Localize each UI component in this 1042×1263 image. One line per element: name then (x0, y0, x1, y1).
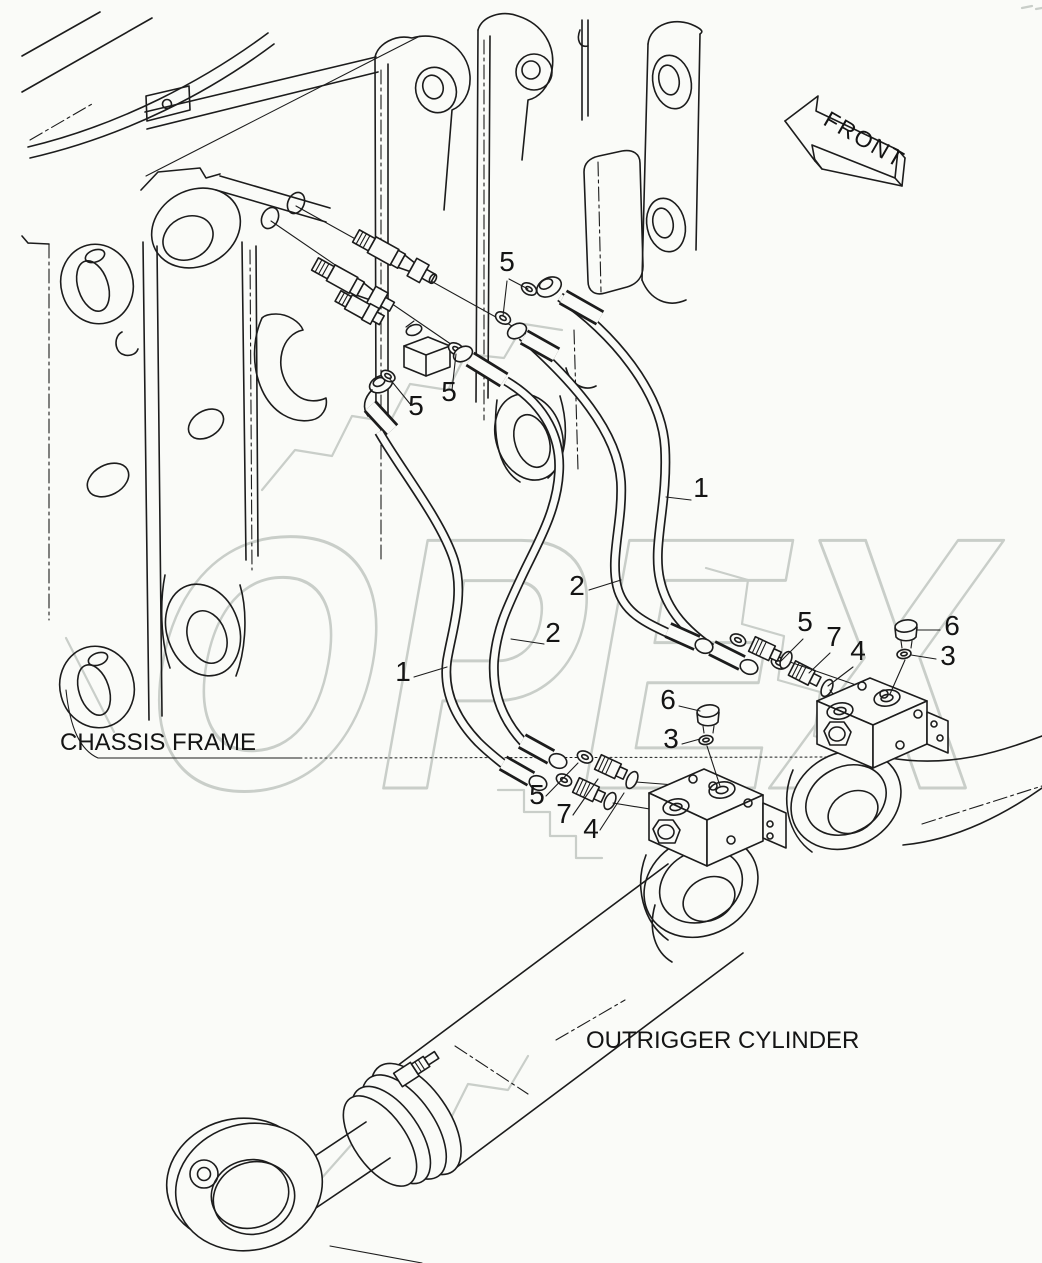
front-direction-arrow: FRONT (784, 95, 910, 187)
o-ring (494, 310, 512, 326)
callout-leader-7 (808, 652, 831, 674)
callout-6: 6 (944, 610, 960, 641)
chassis-frame-label: CHASSIS FRAME (60, 729, 256, 756)
callout-leader-7 (572, 778, 599, 816)
callout-5: 5 (408, 390, 424, 421)
plug (894, 619, 918, 649)
callout-1: 1 (693, 472, 709, 503)
callout-leader-5 (388, 377, 412, 406)
hose-1-front (374, 429, 548, 792)
callout-leader-2 (510, 638, 545, 645)
callout-4: 4 (850, 635, 866, 666)
bleeder-fitting (392, 1050, 440, 1088)
connector-fitting (593, 753, 629, 781)
hose-1-rear (535, 276, 759, 676)
o-ring (698, 734, 714, 746)
o-ring (576, 750, 594, 764)
callout-7: 7 (556, 798, 572, 829)
callout-leader-5 (545, 762, 579, 797)
callout-6: 6 (660, 684, 676, 715)
callout-leader-6 (678, 705, 701, 712)
hex-plug (652, 819, 681, 844)
o-ring (520, 281, 538, 297)
gear-watermark-top (260, 322, 564, 492)
junction-block (403, 336, 451, 377)
callout-leader-1 (413, 666, 448, 678)
o-ring (380, 369, 396, 383)
outrigger-cylinder-label: OUTRIGGER CYLINDER (586, 1027, 859, 1054)
callout-leader-5 (508, 278, 529, 290)
callout-4: 4 (583, 813, 599, 844)
hydraulic-hoses (374, 276, 759, 792)
outrigger-cylinder (165, 863, 744, 1263)
connector-fitting (747, 635, 783, 663)
washer (820, 678, 834, 698)
callout-leader-2 (588, 579, 622, 591)
hex-plug (823, 721, 852, 746)
short-fitting (334, 289, 385, 326)
callout-5: 5 (797, 606, 813, 637)
bolts (688, 774, 774, 845)
callout-2: 2 (569, 570, 585, 601)
callout-1: 1 (395, 656, 411, 687)
callout-leader-4 (827, 666, 854, 687)
callout-2: 2 (545, 617, 561, 648)
straight-fitting (351, 229, 438, 285)
bolts (857, 681, 944, 750)
callout-leader-5 (451, 353, 457, 391)
adapter-fittings (260, 191, 538, 436)
gear-watermark-steps (496, 788, 604, 860)
watermark-layer: OPEX (64, 4, 1042, 1182)
connector-fitting (787, 660, 822, 687)
hose-2-front (452, 345, 568, 770)
callout-leader-4 (599, 792, 625, 831)
clamp-bolt (189, 1159, 219, 1189)
hose-end-fittings (555, 633, 883, 813)
callout-leader-3 (910, 654, 937, 660)
watermark-corner-fragment (1020, 4, 1042, 11)
valve-blocks (639, 619, 1042, 963)
callout-leader-3 (681, 738, 701, 745)
callout-3: 3 (940, 640, 956, 671)
o-ring (896, 648, 912, 660)
chassis-frame-linework (21, 11, 1042, 846)
callout-5: 5 (529, 779, 545, 810)
callout-3: 3 (663, 723, 679, 754)
callout-5: 5 (441, 376, 457, 407)
plug (696, 704, 720, 734)
callout-leader-5 (780, 638, 804, 662)
callout-5: 5 (499, 246, 515, 277)
o-ring (729, 633, 747, 647)
hose-2-rear (506, 322, 714, 655)
callout-leader-1 (665, 496, 692, 501)
callout-7: 7 (826, 621, 842, 652)
straight-fitting (310, 257, 396, 312)
callout-leader-5 (502, 280, 508, 317)
connector-fitting (571, 776, 607, 804)
